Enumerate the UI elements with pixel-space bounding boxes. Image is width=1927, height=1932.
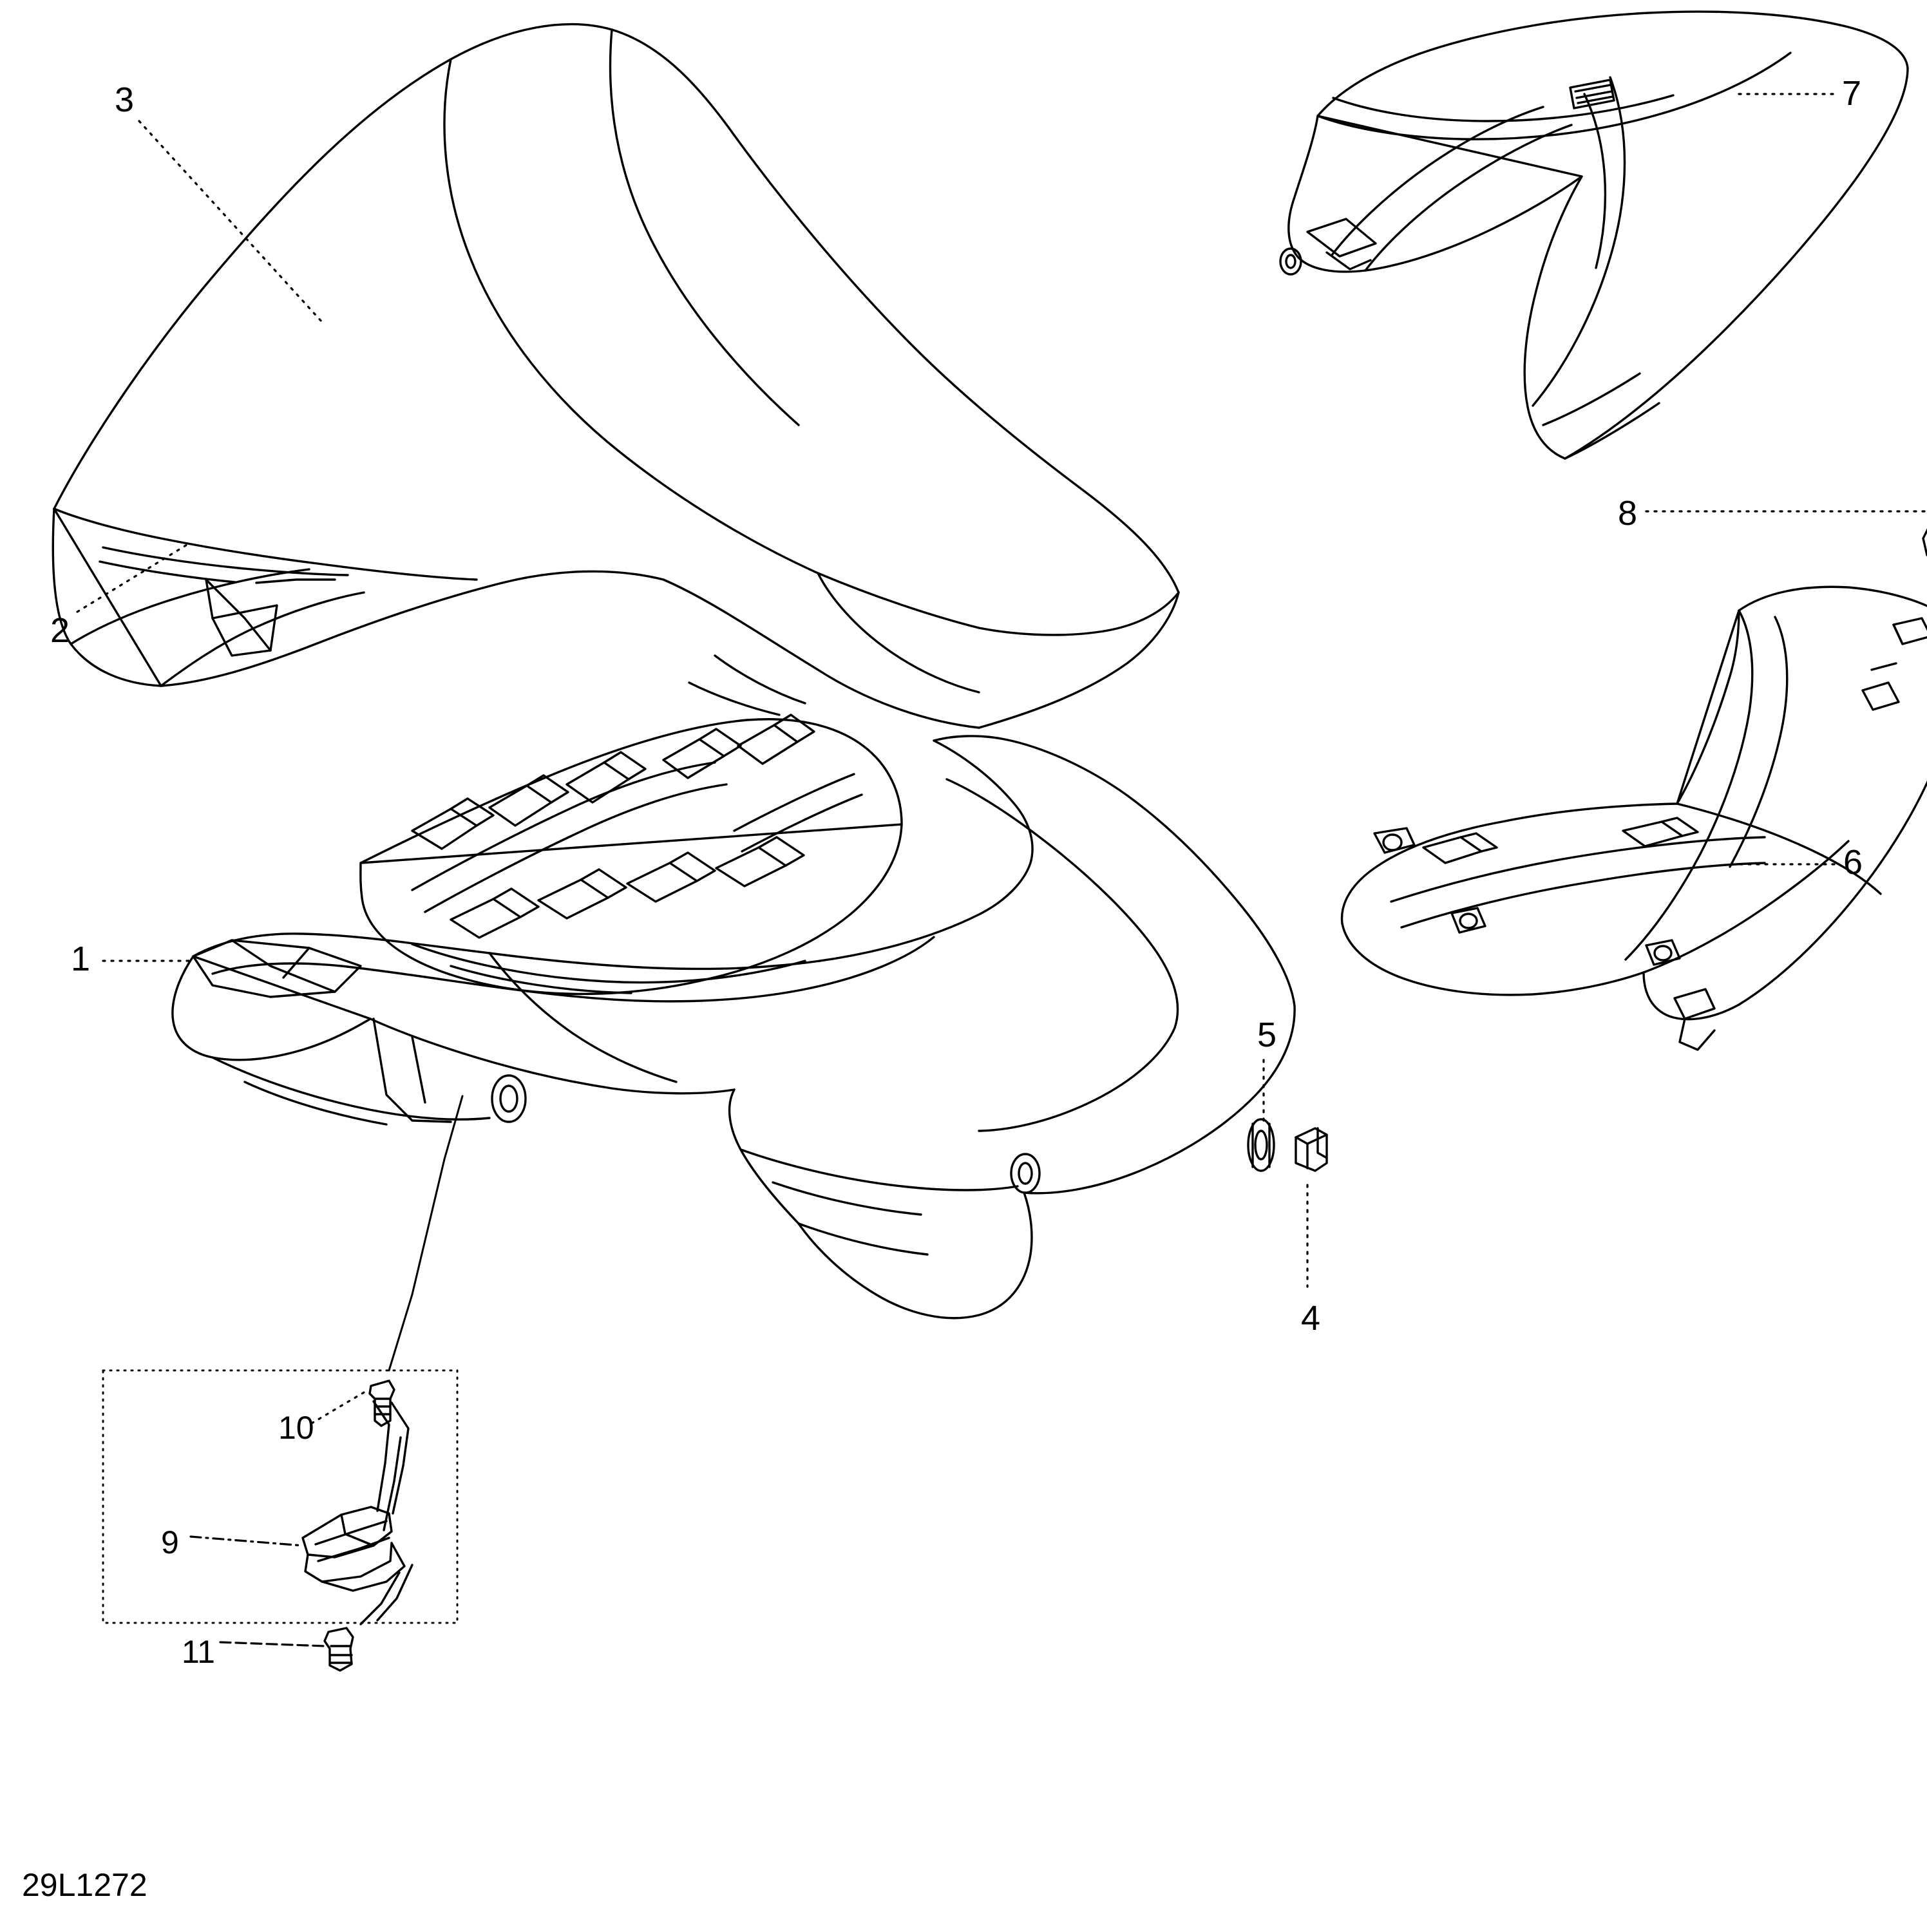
seat-support-frame-part-1 [171,714,1296,1320]
callout-label-10: 10 [278,1410,314,1446]
callout-label-11: 11 [182,1634,215,1670]
leader-3 [138,120,323,323]
callout-label-1: 1 [71,940,91,978]
latch-bracket-part-9 [301,1400,413,1625]
left-side-panel-part-6 [1340,585,1927,1051]
screw-upper-part-10 [368,1379,395,1427]
screw-lower-part-11 [323,1627,354,1672]
callout-label-6: 6 [1843,843,1863,882]
leader-lines [76,93,1927,1647]
leader-10 [310,1388,370,1425]
callout-label-7: 7 [1842,74,1862,113]
leader-2 [76,544,188,613]
callout-label-4: 4 [1301,1299,1321,1338]
washer-part-5 [1247,1118,1275,1172]
leader-11 [219,1641,326,1647]
callout-label-8: 8 [1618,494,1638,533]
callout-label-2: 2 [50,611,70,650]
callout-label-5: 5 [1257,1016,1277,1054]
retaining-clip-part-8 [1922,528,1927,556]
inset-connector-line [388,1095,464,1372]
callout-label-3: 3 [115,80,135,119]
seat-cushion-part-3 [52,23,1180,729]
right-side-panel-part-7 [1279,10,1909,460]
nut-part-4 [1295,1127,1328,1172]
inset-detail-box [102,1369,459,1624]
callout-label-9: 9 [161,1524,179,1560]
leader-9 [189,1535,304,1547]
drawing-code: 29L1272 [22,1867,147,1903]
